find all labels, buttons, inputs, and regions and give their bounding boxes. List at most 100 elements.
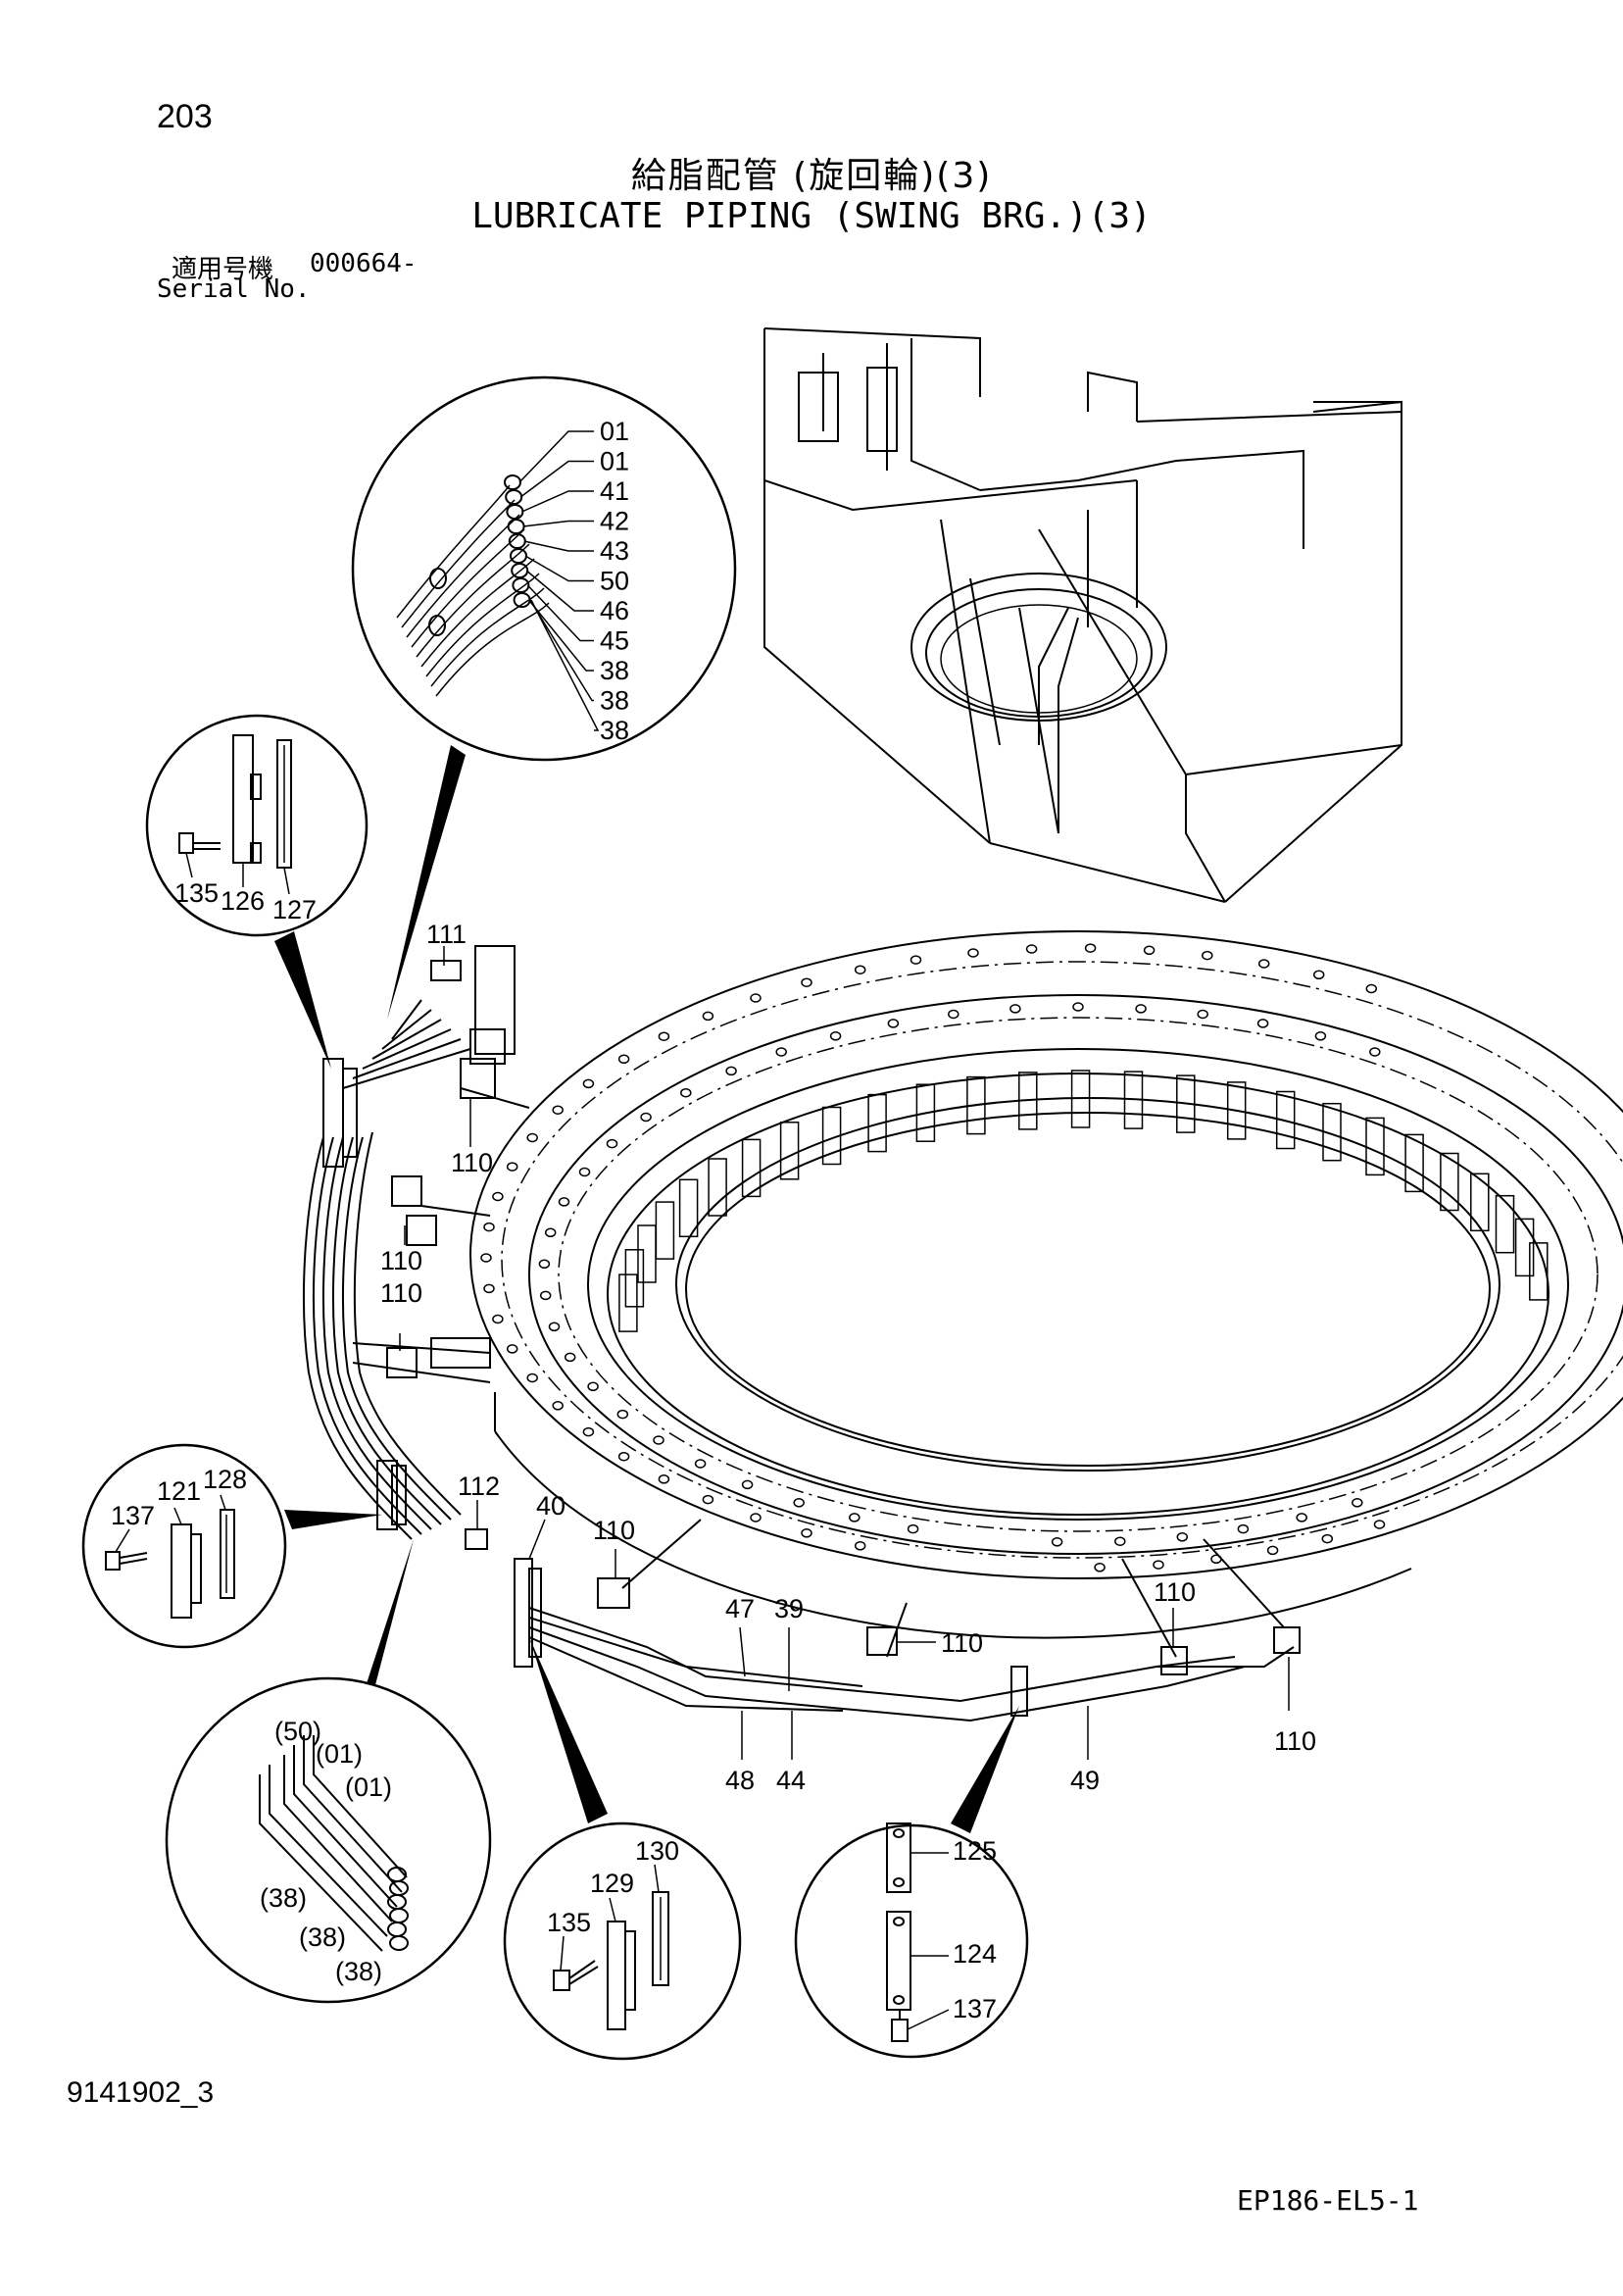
bolt-hole <box>1352 1498 1363 1508</box>
callout-135: 135 <box>174 878 219 908</box>
bolt-hole <box>849 1513 861 1522</box>
leader-line <box>528 599 594 672</box>
main-callouts: 111 110 110 110 112 40 110 47 39 110 110… <box>380 920 1316 1795</box>
gear-tooth <box>1495 1194 1515 1254</box>
callout-40: 40 <box>536 1491 566 1521</box>
gear-tooth <box>708 1158 727 1217</box>
gear-tooth <box>678 1178 699 1238</box>
gear-tooth <box>1440 1152 1459 1212</box>
bolt-hole <box>910 955 922 965</box>
callout-detail-top-3: 42 <box>600 507 629 536</box>
bolt-hole <box>1296 1513 1307 1522</box>
callout-112: 112 <box>458 1472 500 1501</box>
fittings <box>386 945 1301 1675</box>
bolt-hole <box>640 1112 652 1123</box>
callout-bundle-38b: (38) <box>299 1922 346 1952</box>
bolt-hole <box>1051 1537 1063 1547</box>
bolt-hole <box>829 1031 842 1041</box>
bolt-hole <box>617 1054 630 1065</box>
callout-bundle-50: (50) <box>274 1717 321 1746</box>
leader-line <box>519 460 594 498</box>
bolt-hole <box>552 1105 564 1115</box>
bolt-hole <box>702 1011 714 1022</box>
bolt-hole <box>1369 1047 1381 1057</box>
gear-tooth <box>867 1093 887 1153</box>
bolt-hole <box>694 1459 707 1469</box>
machine-frame <box>763 327 1402 903</box>
sheet-code: EP186-EL5-1 <box>1237 2184 1419 2217</box>
callout-48: 48 <box>725 1766 755 1795</box>
leader-line <box>524 555 594 582</box>
leader-line <box>521 490 594 513</box>
bolt-hole <box>552 1401 564 1411</box>
callout-bundle-38c: (38) <box>335 1957 382 1986</box>
callout-124: 124 <box>953 1939 997 1969</box>
bolt-hole <box>548 1322 561 1332</box>
main-leaders <box>399 946 1290 1760</box>
gear-tooth <box>1404 1133 1424 1193</box>
callout-detail-top-10: 38 <box>600 716 629 745</box>
callout-110-c: 110 <box>380 1278 422 1308</box>
gear-tooth <box>1018 1072 1038 1130</box>
callout-127: 127 <box>272 895 317 924</box>
drawing-number: 9141902_3 <box>67 2076 215 2109</box>
bolt-holes-inner <box>538 1002 1381 1547</box>
bolt-hole <box>887 1019 900 1028</box>
callout-130: 130 <box>635 1836 679 1866</box>
bolt-hole <box>616 1409 629 1420</box>
callout-49: 49 <box>1070 1766 1100 1795</box>
bolt-hole <box>544 1227 557 1238</box>
bolt-hole <box>587 1381 599 1392</box>
gear-tooth <box>1514 1218 1535 1277</box>
bolt-hole <box>1266 1545 1279 1556</box>
gear-tooth <box>1275 1090 1296 1150</box>
callout-110-f: 110 <box>1154 1577 1196 1607</box>
bolt-hole <box>1084 943 1097 953</box>
bolt-hole <box>1373 1520 1386 1529</box>
bolt-hole <box>1135 1004 1147 1014</box>
bolt-hole <box>1009 1004 1021 1014</box>
gear-tooth <box>1176 1074 1196 1133</box>
bolt-hole <box>741 1479 754 1490</box>
bolt-hole <box>480 1253 492 1263</box>
pipe-harness <box>303 999 1295 1722</box>
bolt-hole <box>1312 970 1325 980</box>
callout-126: 126 <box>221 886 265 916</box>
bolt-hole <box>1197 1009 1208 1020</box>
bolt-hole <box>558 1197 570 1207</box>
leader-line <box>525 570 594 612</box>
callout-bundle-38a: (38) <box>260 1883 307 1913</box>
callout-39: 39 <box>774 1594 804 1623</box>
bolt-holes-outer <box>480 943 1386 1572</box>
gear-tooth <box>1070 1070 1091 1128</box>
gear-tooth <box>1322 1102 1342 1162</box>
bolt-hole <box>582 1078 595 1089</box>
bolt-hole <box>617 1451 630 1462</box>
callout-137-b: 137 <box>953 1994 997 2023</box>
bolt-hole <box>854 1541 866 1551</box>
bolt-hole <box>526 1132 538 1143</box>
bolt-hole <box>1256 1019 1269 1028</box>
bolt-hole <box>539 1290 552 1301</box>
bolt-hole <box>538 1259 551 1270</box>
bolt-hole <box>801 977 812 987</box>
bolt-hole <box>967 948 979 958</box>
detail-pipe-bundle: (50)(01)(01)(38)(38)(38) <box>165 1539 492 2004</box>
gear-tooth <box>741 1138 762 1198</box>
callout-110-g: 110 <box>1274 1726 1316 1756</box>
callout-129: 129 <box>590 1869 634 1898</box>
pipe-end <box>389 1935 409 1951</box>
bolt-hole <box>492 1314 504 1324</box>
callout-detail-top-9: 38 <box>600 686 629 716</box>
bolt-hole <box>854 965 866 974</box>
callout-125: 125 <box>953 1836 997 1866</box>
callout-121: 121 <box>157 1476 201 1506</box>
bolt-hole <box>582 1426 595 1437</box>
gear-tooth <box>618 1273 638 1332</box>
gear-tooth <box>624 1249 645 1308</box>
serial-label-english: Serial No. <box>157 275 311 304</box>
leader-line <box>522 520 594 527</box>
